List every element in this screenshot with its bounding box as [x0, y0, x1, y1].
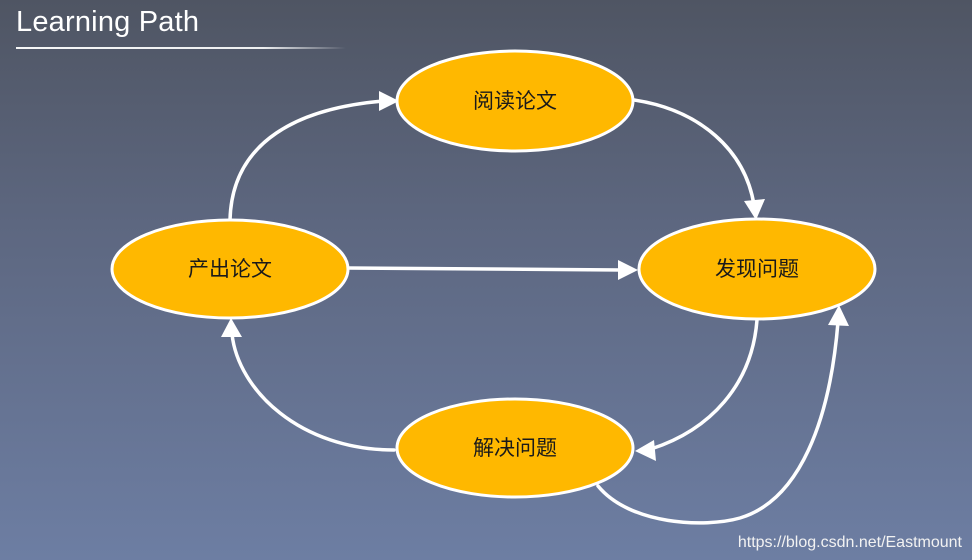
- edge-read-to-find: [632, 98, 765, 220]
- edge-output-to-read: [228, 91, 399, 222]
- slide-title: Learning Path: [16, 6, 200, 38]
- title-underline: [16, 47, 346, 49]
- edge-solve-to-find-loop: [596, 305, 849, 525]
- node-read-paper: 阅读论文: [395, 49, 635, 153]
- node-find-problem: 发现问题: [637, 217, 877, 321]
- edge-find-to-solve: [635, 318, 759, 461]
- node-solve-problem-label: 解决问题: [473, 436, 557, 460]
- edge-solve-to-output: [221, 318, 396, 452]
- node-find-problem-label: 发现问题: [715, 257, 799, 281]
- node-output-paper: 产出论文: [110, 218, 350, 320]
- node-output-paper-label: 产出论文: [188, 257, 272, 281]
- watermark: https://blog.csdn.net/Eastmount: [737, 534, 962, 551]
- node-solve-problem: 解决问题: [395, 397, 635, 499]
- edge-output-to-find: [346, 260, 638, 280]
- node-read-paper-label: 阅读论文: [473, 89, 557, 113]
